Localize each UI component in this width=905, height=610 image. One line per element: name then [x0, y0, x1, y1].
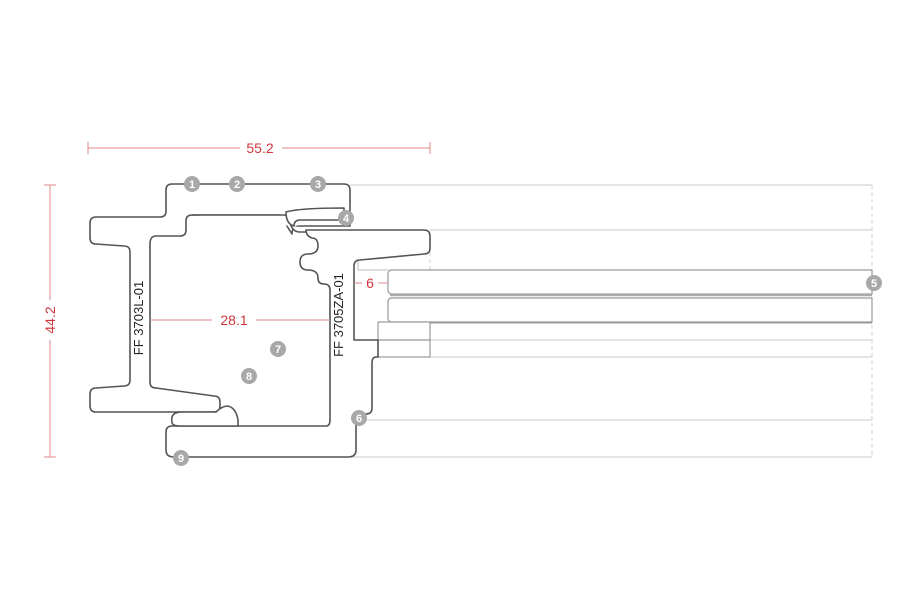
dimension-glass-rebate: 6 — [354, 275, 388, 291]
svg-text:3: 3 — [315, 179, 321, 191]
svg-text:1: 1 — [189, 179, 195, 191]
svg-text:8: 8 — [246, 371, 252, 383]
svg-text:6: 6 — [356, 413, 362, 425]
svg-text:4: 4 — [343, 213, 350, 225]
svg-text:7: 7 — [275, 344, 281, 356]
profile-label-3705ZA: FF 3705ZA-01 — [331, 273, 346, 357]
dimension-label-44-2: 44.2 — [42, 306, 58, 333]
callout-4: 4 — [338, 210, 354, 226]
sash-profile-3705ZA — [165, 229, 431, 458]
dimension-overall-width: 55.2 — [87, 140, 431, 156]
svg-text:9: 9 — [178, 453, 184, 465]
callout-2: 2 — [229, 176, 245, 192]
glass-pane-inner — [387, 297, 873, 323]
gasket-top — [285, 207, 345, 227]
callout-5: 5 — [866, 275, 882, 291]
dimension-overall-height: 44.2 — [42, 184, 58, 458]
callout-7: 7 — [270, 341, 286, 357]
callout-8: 8 — [241, 368, 257, 384]
glazing-bead — [377, 321, 431, 341]
callout-3: 3 — [310, 176, 326, 192]
dimension-label-6: 6 — [366, 275, 374, 291]
profile-label-3703L: FF 3703L-01 — [131, 281, 146, 355]
reference-lines — [345, 184, 873, 458]
callout-6: 6 — [351, 410, 367, 426]
dimension-inner-width: 28.1 — [150, 312, 330, 328]
glazing-unit — [349, 258, 873, 358]
callout-1: 1 — [184, 176, 200, 192]
dimension-label-28-1: 28.1 — [220, 312, 247, 328]
callout-9: 9 — [173, 450, 189, 466]
svg-text:2: 2 — [234, 179, 240, 191]
frame-profile-3703L — [89, 183, 351, 413]
gasket-bottom — [170, 405, 239, 427]
glass-pane-outer — [387, 269, 873, 295]
dimension-label-55-2: 55.2 — [246, 140, 273, 156]
svg-text:5: 5 — [871, 278, 877, 290]
